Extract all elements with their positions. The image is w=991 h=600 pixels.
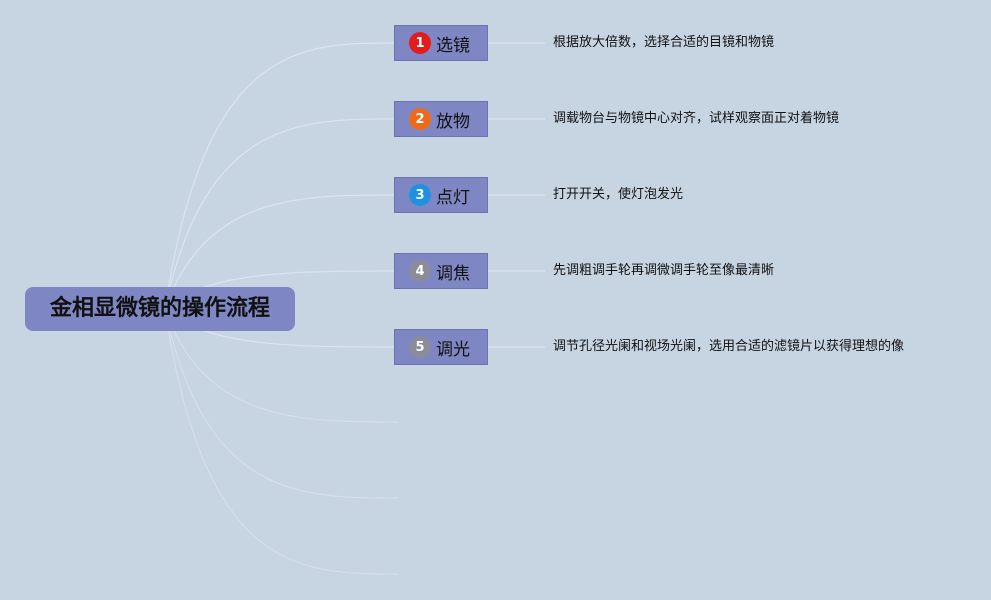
connector-empty-branch-1 [164, 308, 399, 423]
step-node-1[interactable]: 1 选镜 [394, 25, 488, 61]
step-label-4: 调焦 [436, 263, 470, 284]
step-badge-3-icon: 3 [409, 184, 431, 206]
step-node-5[interactable]: 5 调光 [394, 329, 488, 365]
step-badge-1-icon: 1 [409, 32, 431, 54]
step-node-3[interactable]: 3 点灯 [394, 177, 488, 213]
step-label-2: 放物 [436, 111, 470, 132]
step-label-1: 选镜 [436, 35, 470, 56]
connector-root-to-step-3 [164, 194, 395, 310]
step-node-4[interactable]: 4 调焦 [394, 253, 488, 289]
step-label-3: 点灯 [436, 187, 470, 208]
connector-root-to-step-2 [164, 118, 395, 310]
step-description-5: 调节孔径光阑和视场光阑，选用合适的滤镜片以获得理想的像 [553, 339, 905, 354]
step-description-2: 调载物台与物镜中心对齐，试样观察面正对着物镜 [553, 111, 840, 126]
step-badge-2-icon: 2 [409, 108, 431, 130]
root-topic[interactable]: 金相显微镜的操作流程 [25, 287, 295, 331]
step-description-1: 根据放大倍数，选择合适的目镜和物镜 [553, 35, 775, 50]
step-badge-4-icon: 4 [409, 260, 431, 282]
step-description-4: 先调粗调手轮再调微调手轮至像最清晰 [553, 263, 775, 278]
connector-root-to-step-1 [164, 42, 395, 310]
connector-empty-branch-3 [164, 308, 399, 575]
step-badge-5-icon: 5 [409, 336, 431, 358]
step-description-3: 打开开关，使灯泡发光 [553, 187, 684, 202]
connector-empty-branch-2 [164, 308, 399, 499]
step-label-5: 调光 [436, 339, 470, 360]
step-node-2[interactable]: 2 放物 [394, 101, 488, 137]
